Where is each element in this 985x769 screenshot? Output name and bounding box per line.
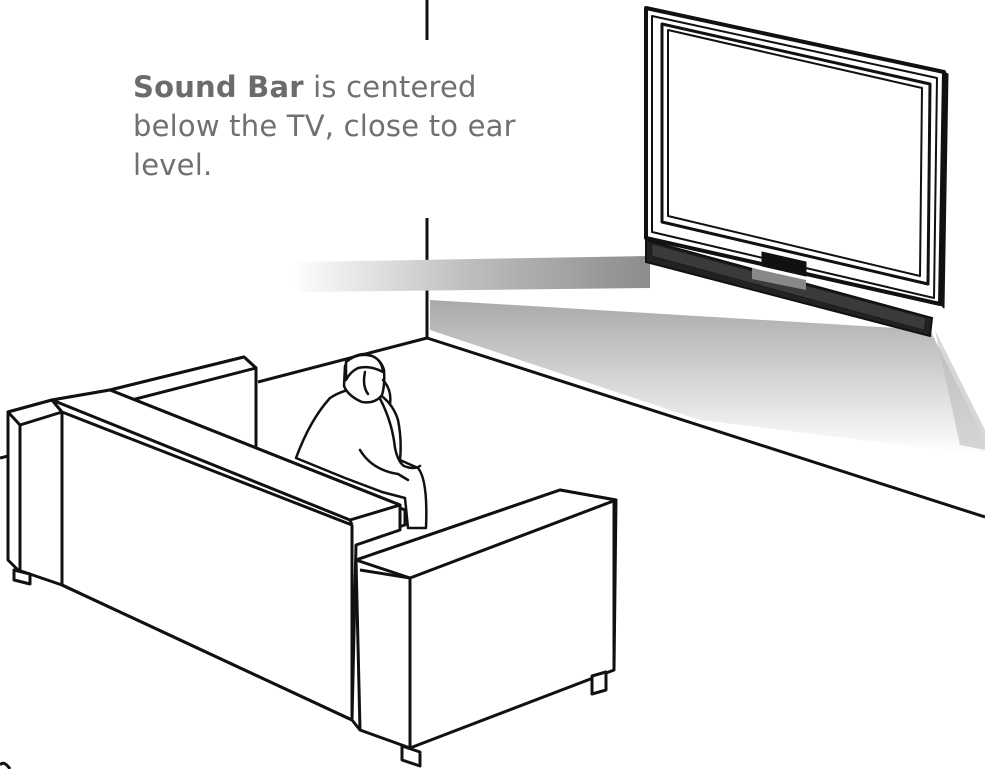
caption-text: Sound Bar is centered below the TV, clos… bbox=[133, 68, 553, 185]
caption-bold: Sound Bar bbox=[133, 70, 304, 104]
floor-edge bbox=[0, 763, 10, 769]
sofa-icon bbox=[8, 357, 616, 766]
